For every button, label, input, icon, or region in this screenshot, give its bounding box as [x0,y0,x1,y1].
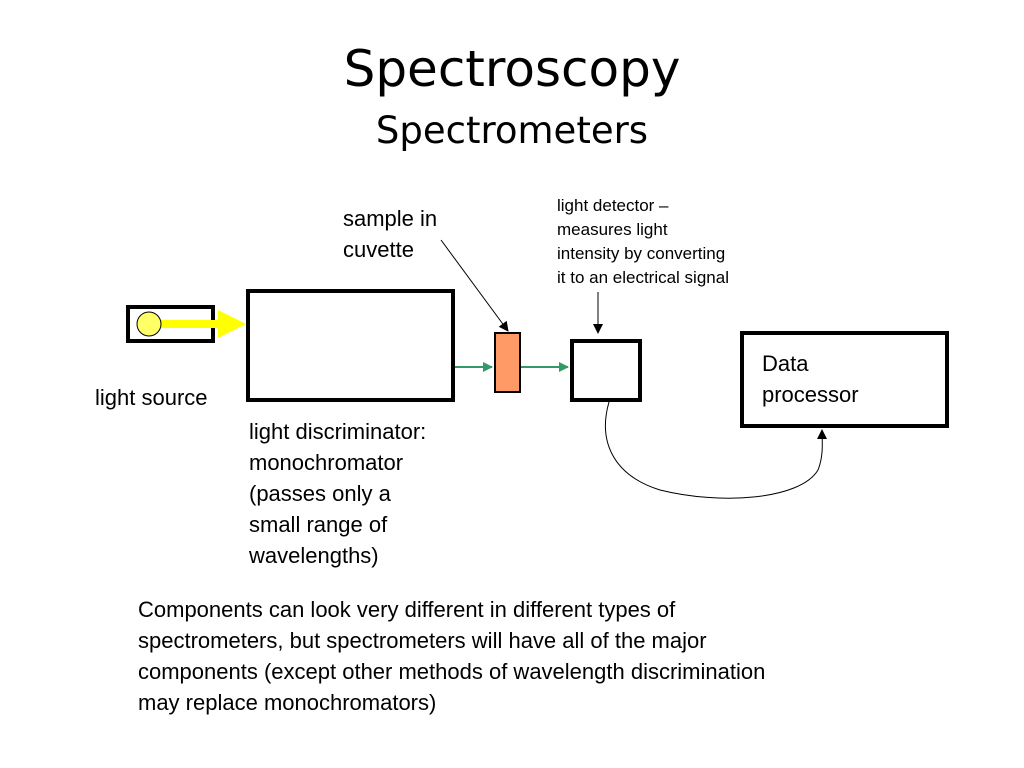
monochromator-box [246,289,455,402]
light-source-label: light source [95,385,208,410]
footnote-line: may replace monochromators) [138,690,437,715]
cuvette [494,332,521,393]
sample-label-line: cuvette [343,237,414,262]
sample-pointer-arrow [440,239,509,332]
data-processor-label: Data processor [762,348,859,410]
footnote: Components can look very different in di… [138,594,898,718]
detector-label-line: intensity by converting [557,244,726,263]
detector-label: light detector – measures light intensit… [557,194,729,290]
sample-label: sample in cuvette [343,203,437,265]
footnote-line: Components can look very different in di… [138,597,676,622]
data-processor-label-line: processor [762,382,859,407]
sample-label-line: sample in [343,206,438,231]
footnote-line: spectrometers, but spectrometers will ha… [138,628,707,653]
detector-label-line: measures light [557,220,668,239]
light-beam-arrowhead [218,310,246,338]
light-bulb-icon [136,311,162,337]
discriminator-label: light discriminator: monochromator (pass… [249,416,426,571]
discriminator-label-line: wavelengths) [249,543,379,568]
footnote-line: components (except other methods of wave… [138,659,766,684]
discriminator-label-line: monochromator [249,450,404,475]
detector-box [570,339,642,402]
light-beam [160,320,222,328]
slide-title: Spectroscopy [343,40,681,98]
data-processor-label-line: Data [762,351,809,376]
slide-subtitle: Spectrometers [375,109,649,152]
data-processor-box [740,331,949,428]
discriminator-label-line: light discriminator: [249,419,427,444]
detector-label-line: it to an electrical signal [557,268,729,287]
detector-label-line: light detector – [557,196,669,215]
signal-wire-arrow [605,401,828,499]
discriminator-label-line: small range of [249,512,388,537]
discriminator-label-line: (passes only a [249,481,391,506]
